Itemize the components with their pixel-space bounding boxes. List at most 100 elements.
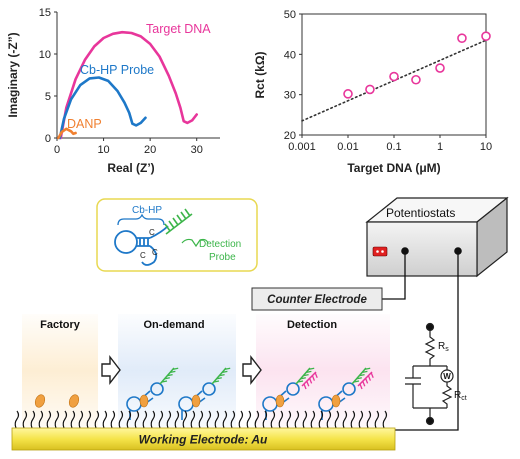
stage-arrows	[101, 354, 262, 386]
series-label-cbhp-probe: Cb-HP Probe	[80, 63, 154, 77]
thiol-linker	[286, 410, 292, 429]
equivalent-circuit	[405, 322, 454, 426]
danp-molecule-icon	[34, 394, 46, 408]
thiol-linker	[334, 410, 340, 429]
panel-detection	[256, 314, 390, 428]
data-point	[411, 74, 421, 85]
data-point	[457, 33, 467, 44]
data-point	[365, 84, 375, 95]
data-point	[435, 63, 445, 73]
detection-probe-label-2: Probe	[209, 252, 236, 263]
y-axis-title: Imaginary (-Z”)	[6, 32, 20, 117]
cbhp-label: Cb-HP	[132, 205, 162, 216]
surface-ligands	[14, 410, 388, 429]
probe-brace	[181, 238, 209, 248]
thiol-linker	[70, 410, 76, 429]
x-tick-label: 1	[437, 141, 443, 153]
series-label-danp: DANP	[67, 117, 102, 131]
inset-frame	[96, 198, 258, 272]
thiol-linker	[174, 410, 180, 429]
y-tick-label: 0	[45, 133, 51, 145]
potentiostat-label: Potentiostats	[386, 206, 455, 220]
x-tick-label: 0.001	[288, 141, 316, 153]
molecules	[34, 367, 374, 420]
hairpin-complex-icon	[126, 367, 179, 420]
x-tick-label: 10	[480, 141, 492, 153]
thiol-linker	[102, 410, 108, 429]
x-tick-label: 10	[97, 144, 109, 156]
stage-label-on-demand: On-demand	[143, 319, 204, 331]
thiol-linker	[374, 410, 380, 429]
thiol-linker	[358, 410, 364, 429]
counter-electrode-label: Counter Electrode	[267, 294, 367, 306]
y-tick-label: 40	[284, 49, 296, 61]
thiol-linker	[214, 410, 220, 429]
thiol-linker	[206, 410, 212, 429]
stage-label-factory: Factory	[40, 319, 81, 331]
danp-molecule-icon	[275, 394, 285, 408]
switch-dot	[376, 250, 379, 253]
thiol-linker	[134, 410, 140, 429]
series-label-target-dna: Target DNA	[146, 22, 211, 36]
thiol-linker	[238, 410, 244, 429]
potentiostat-device: Potentiostats	[365, 196, 509, 278]
thiol-linker	[30, 410, 36, 429]
arrow-right-icon	[242, 354, 262, 386]
thiol-linker	[78, 410, 84, 429]
x-axis-title: Target DNA (μM)	[347, 161, 440, 175]
c-mark: C	[140, 251, 146, 260]
rct-label: Rct	[454, 390, 467, 402]
thiol-linker	[22, 410, 28, 429]
data-point	[343, 89, 353, 99]
circuit-labels: Rs W Rct	[438, 341, 467, 402]
thiol-linker	[254, 410, 260, 429]
data-point	[481, 31, 491, 41]
thiol-linker	[110, 410, 116, 429]
working-electrode-label: Working Electrode: Au	[139, 433, 268, 447]
thiol-linker	[246, 410, 252, 429]
thiol-linker	[342, 410, 348, 429]
thiol-linker	[150, 410, 156, 429]
series-line-target-dna	[59, 30, 198, 140]
wires	[381, 251, 459, 431]
thiol-linker	[182, 410, 188, 429]
arrow-right-icon	[101, 354, 121, 386]
c-mark: C	[149, 228, 155, 237]
series-line-danp	[57, 127, 77, 140]
data-point	[389, 71, 399, 82]
y-tick-label: 50	[284, 9, 296, 21]
panel-factory	[22, 314, 98, 428]
thiol-linker	[318, 410, 324, 429]
thiol-linker	[198, 410, 204, 429]
hairpin-complex-icon	[178, 367, 231, 420]
x-tick-label: 0	[54, 144, 60, 156]
x-tick-label: 20	[144, 144, 156, 156]
counter-electrode-box	[251, 287, 383, 311]
probe-inset: Cb-HP C C C Detection Probe	[96, 198, 258, 272]
switch-dot	[381, 250, 384, 253]
thiol-linker	[190, 410, 196, 429]
x-tick-label: 0.01	[337, 141, 358, 153]
y-tick-label: 5	[45, 91, 51, 103]
thiol-linker	[158, 410, 164, 429]
rs-label: Rs	[438, 341, 449, 353]
thiol-linker	[94, 410, 100, 429]
counter-electrode: Counter Electrode	[251, 287, 383, 311]
thiol-linker	[38, 410, 44, 429]
danp-molecule-icon	[191, 394, 201, 408]
rct-main: R	[454, 390, 461, 401]
thiol-linker	[302, 410, 308, 429]
detection-probe-label-1: Detection	[199, 239, 241, 250]
thiol-linker	[262, 410, 268, 429]
panel-on-demand	[118, 314, 236, 428]
thiol-linker	[382, 410, 388, 429]
thiol-linker	[142, 410, 148, 429]
thiol-linker	[230, 410, 236, 429]
working-wire	[395, 251, 459, 431]
x-tick-label: 30	[191, 144, 203, 156]
danp-molecule-icon	[139, 394, 149, 408]
thiol-linker	[350, 410, 356, 429]
